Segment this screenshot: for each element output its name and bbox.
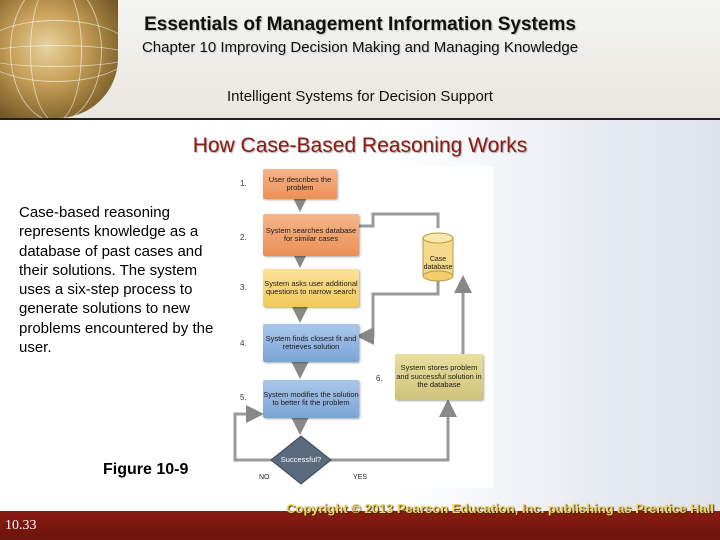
globe-logo-icon — [0, 0, 118, 118]
slide-title: How Case-Based Reasoning Works — [192, 134, 528, 157]
step-number-3: 3. — [240, 283, 247, 292]
diagram-connectors — [233, 194, 472, 485]
body-paragraph: Case-based reasoning represents knowledg… — [19, 204, 214, 357]
step-4-box: System finds closest fit and retrieves s… — [263, 324, 359, 362]
yes-label: YES — [353, 474, 368, 481]
copyright-text: Copyright © 2013 Pearson Education, Inc.… — [286, 501, 714, 516]
chapter-title: Chapter 10 Improving Decision Making and… — [141, 39, 579, 56]
book-title: Essentials of Management Information Sys… — [144, 14, 576, 35]
step-number-1: 1. — [240, 179, 247, 188]
step-number-4: 4. — [240, 339, 247, 348]
step-3-box: System asks user additional questions to… — [263, 269, 359, 307]
step-number-2: 2. — [240, 233, 247, 242]
step-2-box: System searches database for similar cas… — [263, 214, 359, 256]
slide-header: Essentials of Management Information Sys… — [0, 0, 720, 120]
section-title: Intelligent Systems for Decision Support — [227, 88, 493, 105]
footer-bar — [0, 511, 720, 540]
figure-label: Figure 10-9 — [103, 461, 189, 478]
decision-label: Successful? — [280, 454, 322, 464]
case-database-icon — [422, 232, 454, 282]
step-6-box: System stores problem and successful sol… — [395, 354, 483, 400]
decision-diamond — [270, 435, 332, 485]
cbr-flow-diagram: 1. User describes the problem 2. System … — [233, 166, 493, 488]
step-number-6: 6. — [376, 374, 383, 383]
no-label: NO — [259, 474, 270, 481]
step-5-box: System modifies the solution to better f… — [263, 380, 359, 418]
slide-number: 10.33 — [5, 518, 37, 533]
step-1-box: User describes the problem — [263, 169, 337, 199]
step-number-5: 5. — [240, 393, 247, 402]
case-database-label: Case database — [423, 255, 453, 272]
